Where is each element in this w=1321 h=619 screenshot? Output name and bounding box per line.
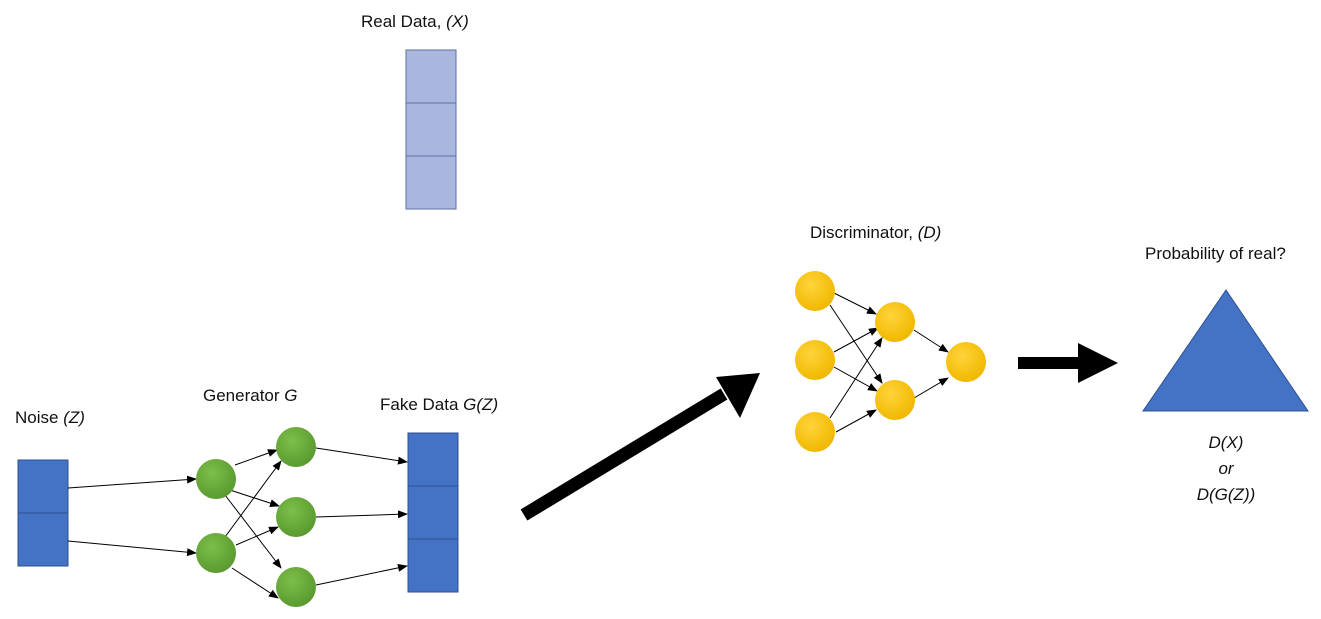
fake-data-text: Fake Data: [380, 395, 459, 414]
noise-text: Noise: [15, 408, 59, 427]
generator-to-fake-arrows: [315, 447, 408, 586]
discriminator-node: [795, 412, 835, 452]
fake-to-discriminator-arrow: [520, 373, 760, 521]
fake-data-symbol: G(Z): [463, 395, 499, 414]
real-data-cell: [405, 102, 457, 157]
discriminator-label: Discriminator, (D): [810, 223, 941, 243]
discriminator-node: [946, 342, 986, 382]
generator-node: [196, 459, 236, 499]
fake-data-cell: [407, 485, 459, 540]
noise-symbol: (Z): [63, 408, 85, 427]
real-data-cell: [405, 155, 457, 210]
fake-data-label: Fake Data G(Z): [380, 395, 498, 415]
probability-label: Probability of real?: [1145, 244, 1286, 264]
output-expression: D(X) or D(G(Z)): [1166, 430, 1286, 508]
generator-node: [196, 533, 236, 573]
real-data-label: Real Data, (X): [361, 12, 469, 32]
real-data-symbol: (X): [446, 12, 469, 31]
noise-cell: [17, 512, 69, 567]
fake-data-vector: [407, 432, 459, 593]
discriminator-node: [795, 271, 835, 311]
discriminator-node: [795, 340, 835, 380]
output-or: or: [1218, 459, 1234, 478]
noise-cell: [17, 459, 69, 514]
noise-vector: [17, 459, 69, 567]
discriminator-node: [875, 380, 915, 420]
discriminator-network: [795, 271, 986, 452]
generator-symbol: G: [284, 386, 298, 405]
fake-data-cell: [407, 538, 459, 593]
fake-data-cell: [407, 432, 459, 487]
generator-node: [276, 497, 316, 537]
probability-triangle: [1142, 289, 1309, 412]
generator-network: [196, 427, 316, 607]
generator-text: Generator: [203, 386, 280, 405]
discriminator-text: Discriminator,: [810, 223, 913, 242]
output-dx: D(X): [1208, 433, 1244, 452]
probability-text: Probability of real?: [1145, 244, 1286, 263]
discriminator-to-output-arrow: [1018, 343, 1118, 383]
generator-connections: [224, 449, 282, 599]
discriminator-node: [875, 302, 915, 342]
noise-to-generator-arrows: [67, 475, 197, 557]
output-dgz: D(G(Z)): [1196, 485, 1256, 504]
noise-label: Noise (Z): [15, 408, 85, 428]
generator-label: Generator G: [203, 386, 298, 406]
generator-node: [276, 427, 316, 467]
real-data-vector: [405, 49, 457, 210]
real-data-text: Real Data,: [361, 12, 442, 31]
real-data-cell: [405, 49, 457, 104]
discriminator-symbol: (D): [917, 223, 942, 242]
discriminator-connections: [829, 292, 949, 433]
generator-node: [276, 567, 316, 607]
